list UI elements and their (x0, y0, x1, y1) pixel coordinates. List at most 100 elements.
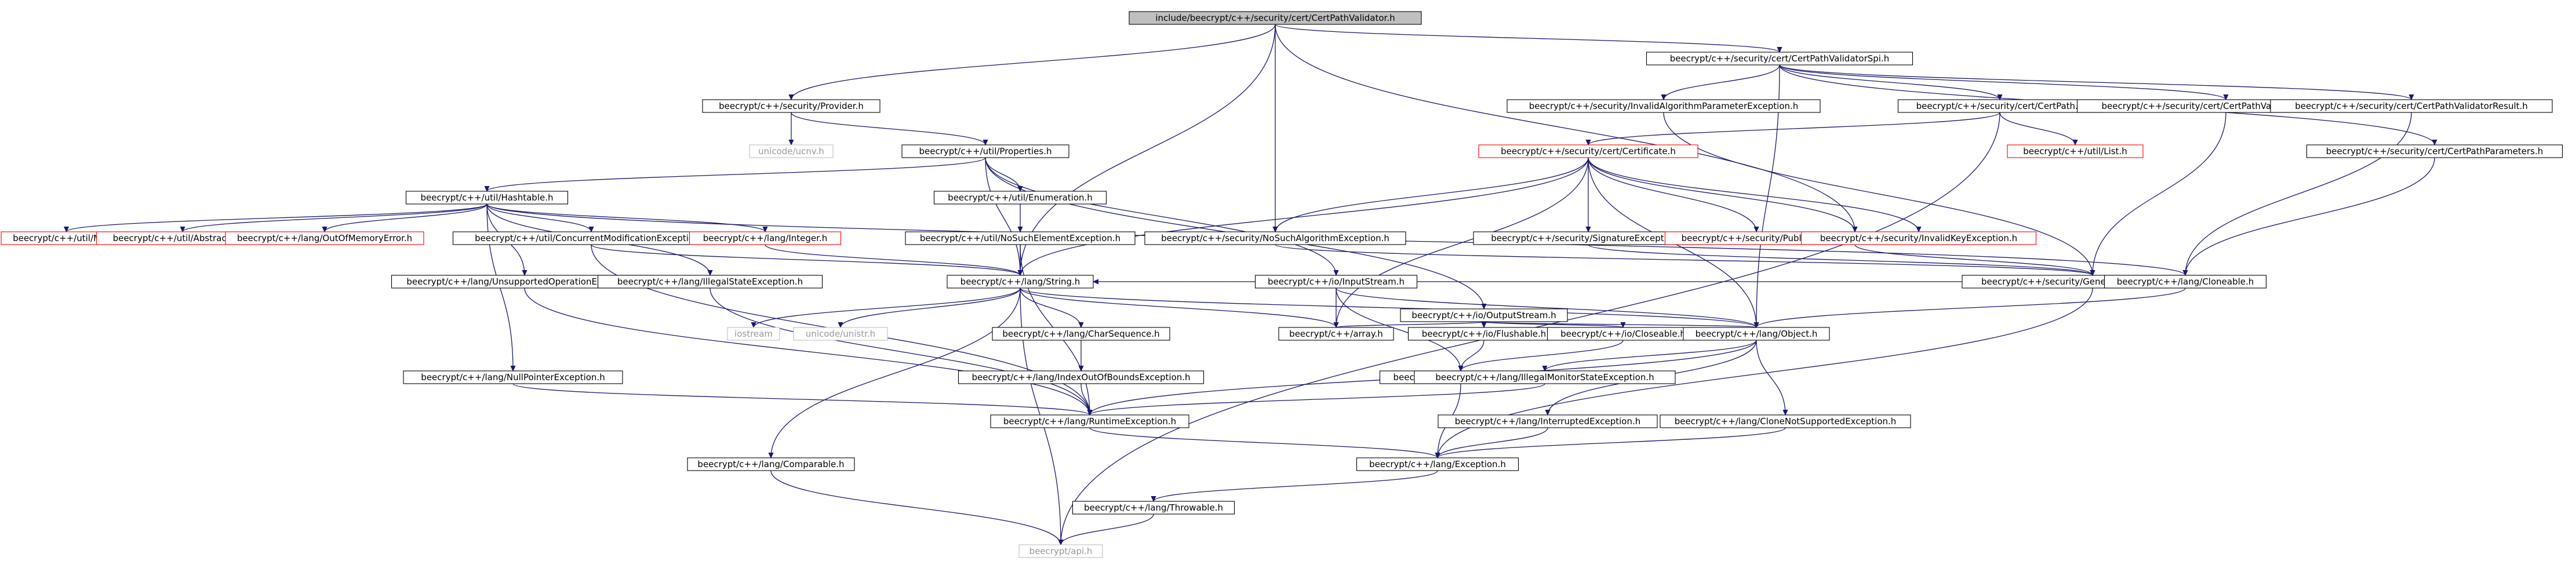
node-box[interactable] (405, 191, 569, 205)
graph-node[interactable]: beecrypt/c++/lang/CharSequence.h (992, 327, 1170, 341)
graph-node[interactable]: beecrypt/c++/security/InvalidAlgorithmPa… (1507, 99, 1821, 113)
node-label: beecrypt/c++/io/OutputStream.h (1411, 310, 1556, 320)
dependency-edge (1275, 24, 1855, 232)
graph-node[interactable]: beecrypt/c++/lang/Throwable.h (1072, 501, 1235, 515)
node-box[interactable] (992, 327, 1170, 341)
graph-node[interactable]: beecrypt/c++/security/cert/CertPathValid… (2270, 99, 2553, 113)
graph-node[interactable]: beecrypt/c++/lang/Integer.h (689, 231, 842, 245)
node-box[interactable] (1018, 544, 1103, 558)
graph-node[interactable]: beecrypt/c++/lang/IllegalStateException.… (597, 275, 823, 289)
node-label: beecrypt/c++/security/InvalidAlgorithmPa… (1529, 101, 1799, 111)
node-box[interactable] (2270, 99, 2553, 113)
graph-node[interactable]: beecrypt/c++/lang/String.h (947, 275, 1094, 289)
graph-node[interactable]: beecrypt/api.h (1018, 544, 1103, 558)
dependency-edge (1756, 287, 2186, 327)
node-label: unicode/unistr.h (806, 329, 875, 339)
graph-node[interactable]: beecrypt/c++/util/Hashtable.h (405, 191, 569, 205)
graph-node[interactable]: beecrypt/c++/security/cert/CertPathValid… (1646, 52, 1913, 65)
node-box[interactable] (687, 457, 855, 471)
graph-node[interactable]: unicode/unistr.h (793, 327, 888, 341)
node-label: beecrypt/c++/util/ConcurrentModification… (475, 233, 708, 243)
node-box[interactable] (727, 327, 780, 341)
node-box[interactable] (749, 144, 834, 158)
graph-node[interactable]: beecrypt/c++/util/Properties.h (901, 144, 1069, 158)
graph-node[interactable]: beecrypt/c++/lang/NullPointerException.h (403, 370, 623, 384)
node-box[interactable] (947, 275, 1094, 289)
graph-node[interactable]: unicode/ucnv.h (749, 144, 834, 158)
node-box[interactable] (958, 370, 1205, 384)
node-label: beecrypt/c++/lang/Comparable.h (697, 459, 844, 469)
node-box[interactable] (2104, 275, 2267, 289)
node-box[interactable] (1414, 370, 1676, 384)
graph-node[interactable]: beecrypt/c++/lang/Cloneable.h (2104, 275, 2267, 289)
node-box[interactable] (1660, 414, 1911, 428)
node-layer: include/beecrypt/c++/security/cert/CertP… (1, 11, 2563, 558)
graph-node[interactable]: beecrypt/c++/io/OutputStream.h (1400, 308, 1568, 322)
node-box[interactable] (1129, 11, 1422, 25)
graph-node[interactable]: beecrypt/c++/lang/Comparable.h (687, 457, 855, 471)
node-box[interactable] (901, 144, 1069, 158)
graph-node[interactable]: beecrypt/c++/io/InputStream.h (1254, 275, 1418, 289)
node-box[interactable] (1144, 231, 1406, 245)
graph-node[interactable]: beecrypt/c++/lang/IndexOutOfBoundsExcept… (958, 370, 1205, 384)
node-box[interactable] (905, 231, 1136, 245)
graph-node[interactable]: beecrypt/c++/util/ConcurrentModification… (452, 231, 730, 245)
node-box[interactable] (689, 231, 842, 245)
graph-node[interactable]: beecrypt/c++/io/Closeable.h (1547, 327, 1700, 341)
graph-node[interactable]: beecrypt/c++/lang/IllegalMonitorStateExc… (1414, 370, 1676, 384)
node-box[interactable] (1800, 231, 2037, 245)
node-box[interactable] (1356, 457, 1519, 471)
graph-node[interactable]: beecrypt/c++/security/InvalidKeyExceptio… (1800, 231, 2037, 245)
node-box[interactable] (990, 414, 1189, 428)
node-box[interactable] (1438, 414, 1658, 428)
graph-node[interactable]: beecrypt/c++/util/List.h (2007, 144, 2144, 158)
graph-node[interactable]: beecrypt/c++/lang/Object.h (1683, 327, 1830, 341)
node-label: beecrypt/c++/security/InvalidKeyExceptio… (1820, 233, 2017, 243)
dependency-edge (791, 24, 1276, 100)
node-box[interactable] (1254, 275, 1418, 289)
node-box[interactable] (1683, 327, 1830, 341)
graph-node[interactable]: include/beecrypt/c++/security/cert/CertP… (1129, 11, 1422, 25)
dependency-edge (183, 203, 487, 232)
node-box[interactable] (702, 99, 881, 113)
node-box[interactable] (225, 231, 424, 245)
node-box[interactable] (1072, 501, 1235, 515)
dependency-edge (1483, 321, 1623, 327)
graph-node[interactable]: beecrypt/c++/lang/RuntimeException.h (990, 414, 1189, 428)
node-box[interactable] (597, 275, 823, 289)
graph-node[interactable]: beecrypt/c++/security/SignatureException… (1473, 231, 1704, 245)
node-box[interactable] (403, 370, 623, 384)
graph-node[interactable]: beecrypt/c++/util/Enumeration.h (933, 191, 1107, 205)
graph-node[interactable]: beecrypt/c++/security/cert/CertPath.h (1897, 99, 2102, 113)
dependency-edge (1020, 24, 1276, 275)
node-box[interactable] (1507, 99, 1821, 113)
node-box[interactable] (1646, 52, 1913, 65)
node-label: beecrypt/c++/lang/IllegalMonitorStateExc… (1435, 372, 1654, 382)
dependency-edge (1588, 157, 1756, 232)
node-box[interactable] (1478, 144, 1698, 158)
graph-node[interactable]: beecrypt/c++/security/Provider.h (702, 99, 881, 113)
node-box[interactable] (933, 191, 1107, 205)
node-box[interactable] (2306, 144, 2563, 158)
graph-node[interactable]: beecrypt/c++/lang/Exception.h (1356, 457, 1519, 471)
node-box[interactable] (793, 327, 888, 341)
dependency-edge (1545, 340, 1757, 371)
graph-node[interactable]: beecrypt/c++/array.h (1278, 327, 1394, 341)
node-box[interactable] (2007, 144, 2144, 158)
dependency-edge (1020, 287, 1336, 327)
graph-node[interactable]: beecrypt/c++/security/NoSuchAlgorithmExc… (1144, 231, 1406, 245)
node-box[interactable] (1400, 308, 1568, 322)
node-label: beecrypt/c++/lang/Integer.h (703, 233, 827, 243)
dependency-edge (1275, 244, 2093, 275)
graph-node[interactable]: iostream (727, 327, 780, 341)
graph-node[interactable]: beecrypt/c++/lang/OutOfMemoryError.h (225, 231, 424, 245)
graph-node[interactable]: beecrypt/c++/util/NoSuchElementException… (905, 231, 1136, 245)
node-box[interactable] (1278, 327, 1394, 341)
graph-node[interactable]: beecrypt/c++/security/cert/Certificate.h (1478, 144, 1698, 158)
graph-node[interactable]: beecrypt/c++/io/Flushable.h (1407, 327, 1560, 341)
graph-node[interactable]: beecrypt/c++/lang/CloneNotSupportedExcep… (1660, 414, 1911, 428)
graph-node[interactable]: beecrypt/c++/lang/InterruptedException.h (1438, 414, 1658, 428)
dependency-edge (1154, 470, 1438, 501)
graph-node[interactable]: beecrypt/c++/security/cert/CertPathParam… (2306, 144, 2563, 158)
